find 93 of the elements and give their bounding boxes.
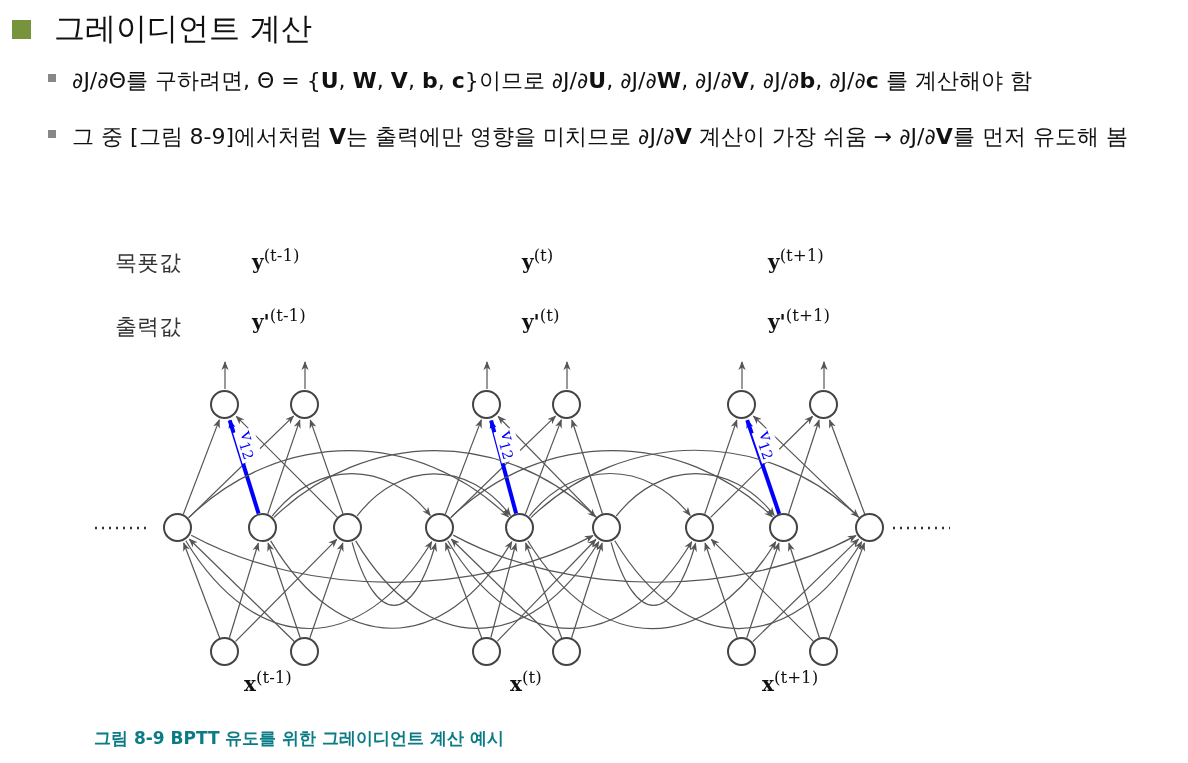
neuron-circle (727, 637, 756, 666)
arrow (527, 540, 777, 630)
vector-label: y'$^{(t+1)}$ (768, 306, 830, 334)
neuron-circle (425, 513, 454, 542)
arrow (235, 415, 338, 518)
arrow (788, 419, 820, 515)
arrow (221, 361, 229, 390)
arrow (182, 419, 220, 515)
bullet-text: 그 중 [그림 8-9]에서처럼 V는 출력에만 영향을 미치므로 ∂J/∂V 계산이 가장 쉬움 → ∂J/∂V를 먼저 유도해 봄 (72, 123, 1129, 151)
arrow (496, 538, 597, 642)
arrow (524, 419, 562, 515)
arrow (273, 450, 597, 519)
neuron-circle (163, 513, 192, 542)
neuron-circle (727, 390, 756, 419)
vector-label: y$^{(t-1)}$ (252, 246, 300, 274)
vector-label: y$^{(t+1)}$ (768, 246, 824, 274)
arrow (710, 415, 814, 518)
arrow (450, 538, 557, 643)
neuron-circle (552, 637, 581, 666)
neuron-circle (290, 637, 319, 666)
arrow (301, 361, 309, 390)
arrow (267, 419, 301, 515)
slide-title: 그레이디언트 계산 (54, 9, 312, 48)
arrow (528, 472, 691, 517)
neuron-circle (552, 390, 581, 419)
arrow (820, 361, 828, 390)
arrow (309, 542, 344, 639)
arrow (309, 419, 344, 515)
highlighted-arrow (489, 419, 519, 515)
arrow (571, 542, 604, 639)
neuron-circle (769, 513, 798, 542)
arrow (190, 534, 594, 583)
figure-caption: 그림 8-9 BPTT 유도를 위한 그레이디언트 계산 예시 (94, 727, 505, 750)
neuron-circle (248, 513, 277, 542)
vector-label: x$^{(t-1)}$ (244, 668, 292, 696)
arrow (355, 540, 600, 629)
arrow (563, 361, 571, 390)
neuron-circle (210, 637, 239, 666)
arrow (530, 449, 860, 519)
neuron-circle (855, 513, 884, 542)
arrow (746, 542, 780, 639)
arrow (525, 542, 563, 639)
arrow (271, 473, 431, 517)
row-label: 목푯값 (115, 249, 181, 277)
neuron-circle (505, 513, 534, 542)
arrow (829, 419, 866, 515)
arrow (450, 450, 774, 519)
arrow (614, 540, 863, 630)
vector-label: x$^{(t+1)}$ (762, 668, 819, 696)
vector-label: x$^{(t)}$ (510, 668, 542, 696)
arrow (447, 540, 693, 630)
neuron-circle (809, 637, 838, 666)
arrow (235, 538, 338, 642)
arrow (445, 542, 483, 639)
arrow (497, 415, 598, 518)
arrow (752, 538, 860, 643)
arrow (828, 542, 865, 639)
arrow (188, 538, 295, 643)
neuron-circle (472, 390, 501, 419)
neuron-circle (290, 390, 319, 419)
neuron-circle (472, 637, 501, 666)
arrow (571, 419, 603, 515)
vector-label: y'$^{(t-1)}$ (252, 306, 306, 334)
highlighted-arrow (227, 419, 261, 515)
arrow (483, 361, 491, 390)
vector-label: y'$^{(t)}$ (522, 306, 560, 334)
arrow (738, 361, 746, 390)
arrow (185, 540, 433, 630)
arrow (490, 542, 518, 639)
neuron-circle (685, 513, 714, 542)
arrow (444, 419, 482, 515)
arrow (610, 541, 697, 607)
neuron-circle (210, 390, 239, 419)
neuron-circle (592, 513, 621, 542)
neuron-circle (333, 513, 362, 542)
arrow (787, 542, 820, 639)
arrow (188, 450, 510, 519)
arrow (228, 542, 260, 639)
row-label: 출력값 (115, 313, 181, 341)
arrow (356, 473, 511, 517)
bullet-text: ∂J/∂Θ를 구하려면, Θ = {U, W, V, b, c}이므로 ∂J/∂U, ∂J/∂W, ∂J/∂V, ∂J/∂b, ∂J/∂c 를 계산해야 함 (72, 67, 1033, 95)
arrow (615, 473, 775, 517)
arrow (183, 542, 221, 639)
arrow (704, 542, 738, 639)
vector-label: y$^{(t)}$ (522, 246, 554, 274)
arrow (270, 540, 513, 629)
arrow (267, 542, 301, 639)
arrow (452, 534, 857, 583)
arrow (704, 419, 738, 515)
highlighted-arrow (745, 419, 782, 515)
arrow (710, 538, 814, 642)
neuron-circle (809, 390, 838, 419)
arrow (351, 541, 437, 606)
